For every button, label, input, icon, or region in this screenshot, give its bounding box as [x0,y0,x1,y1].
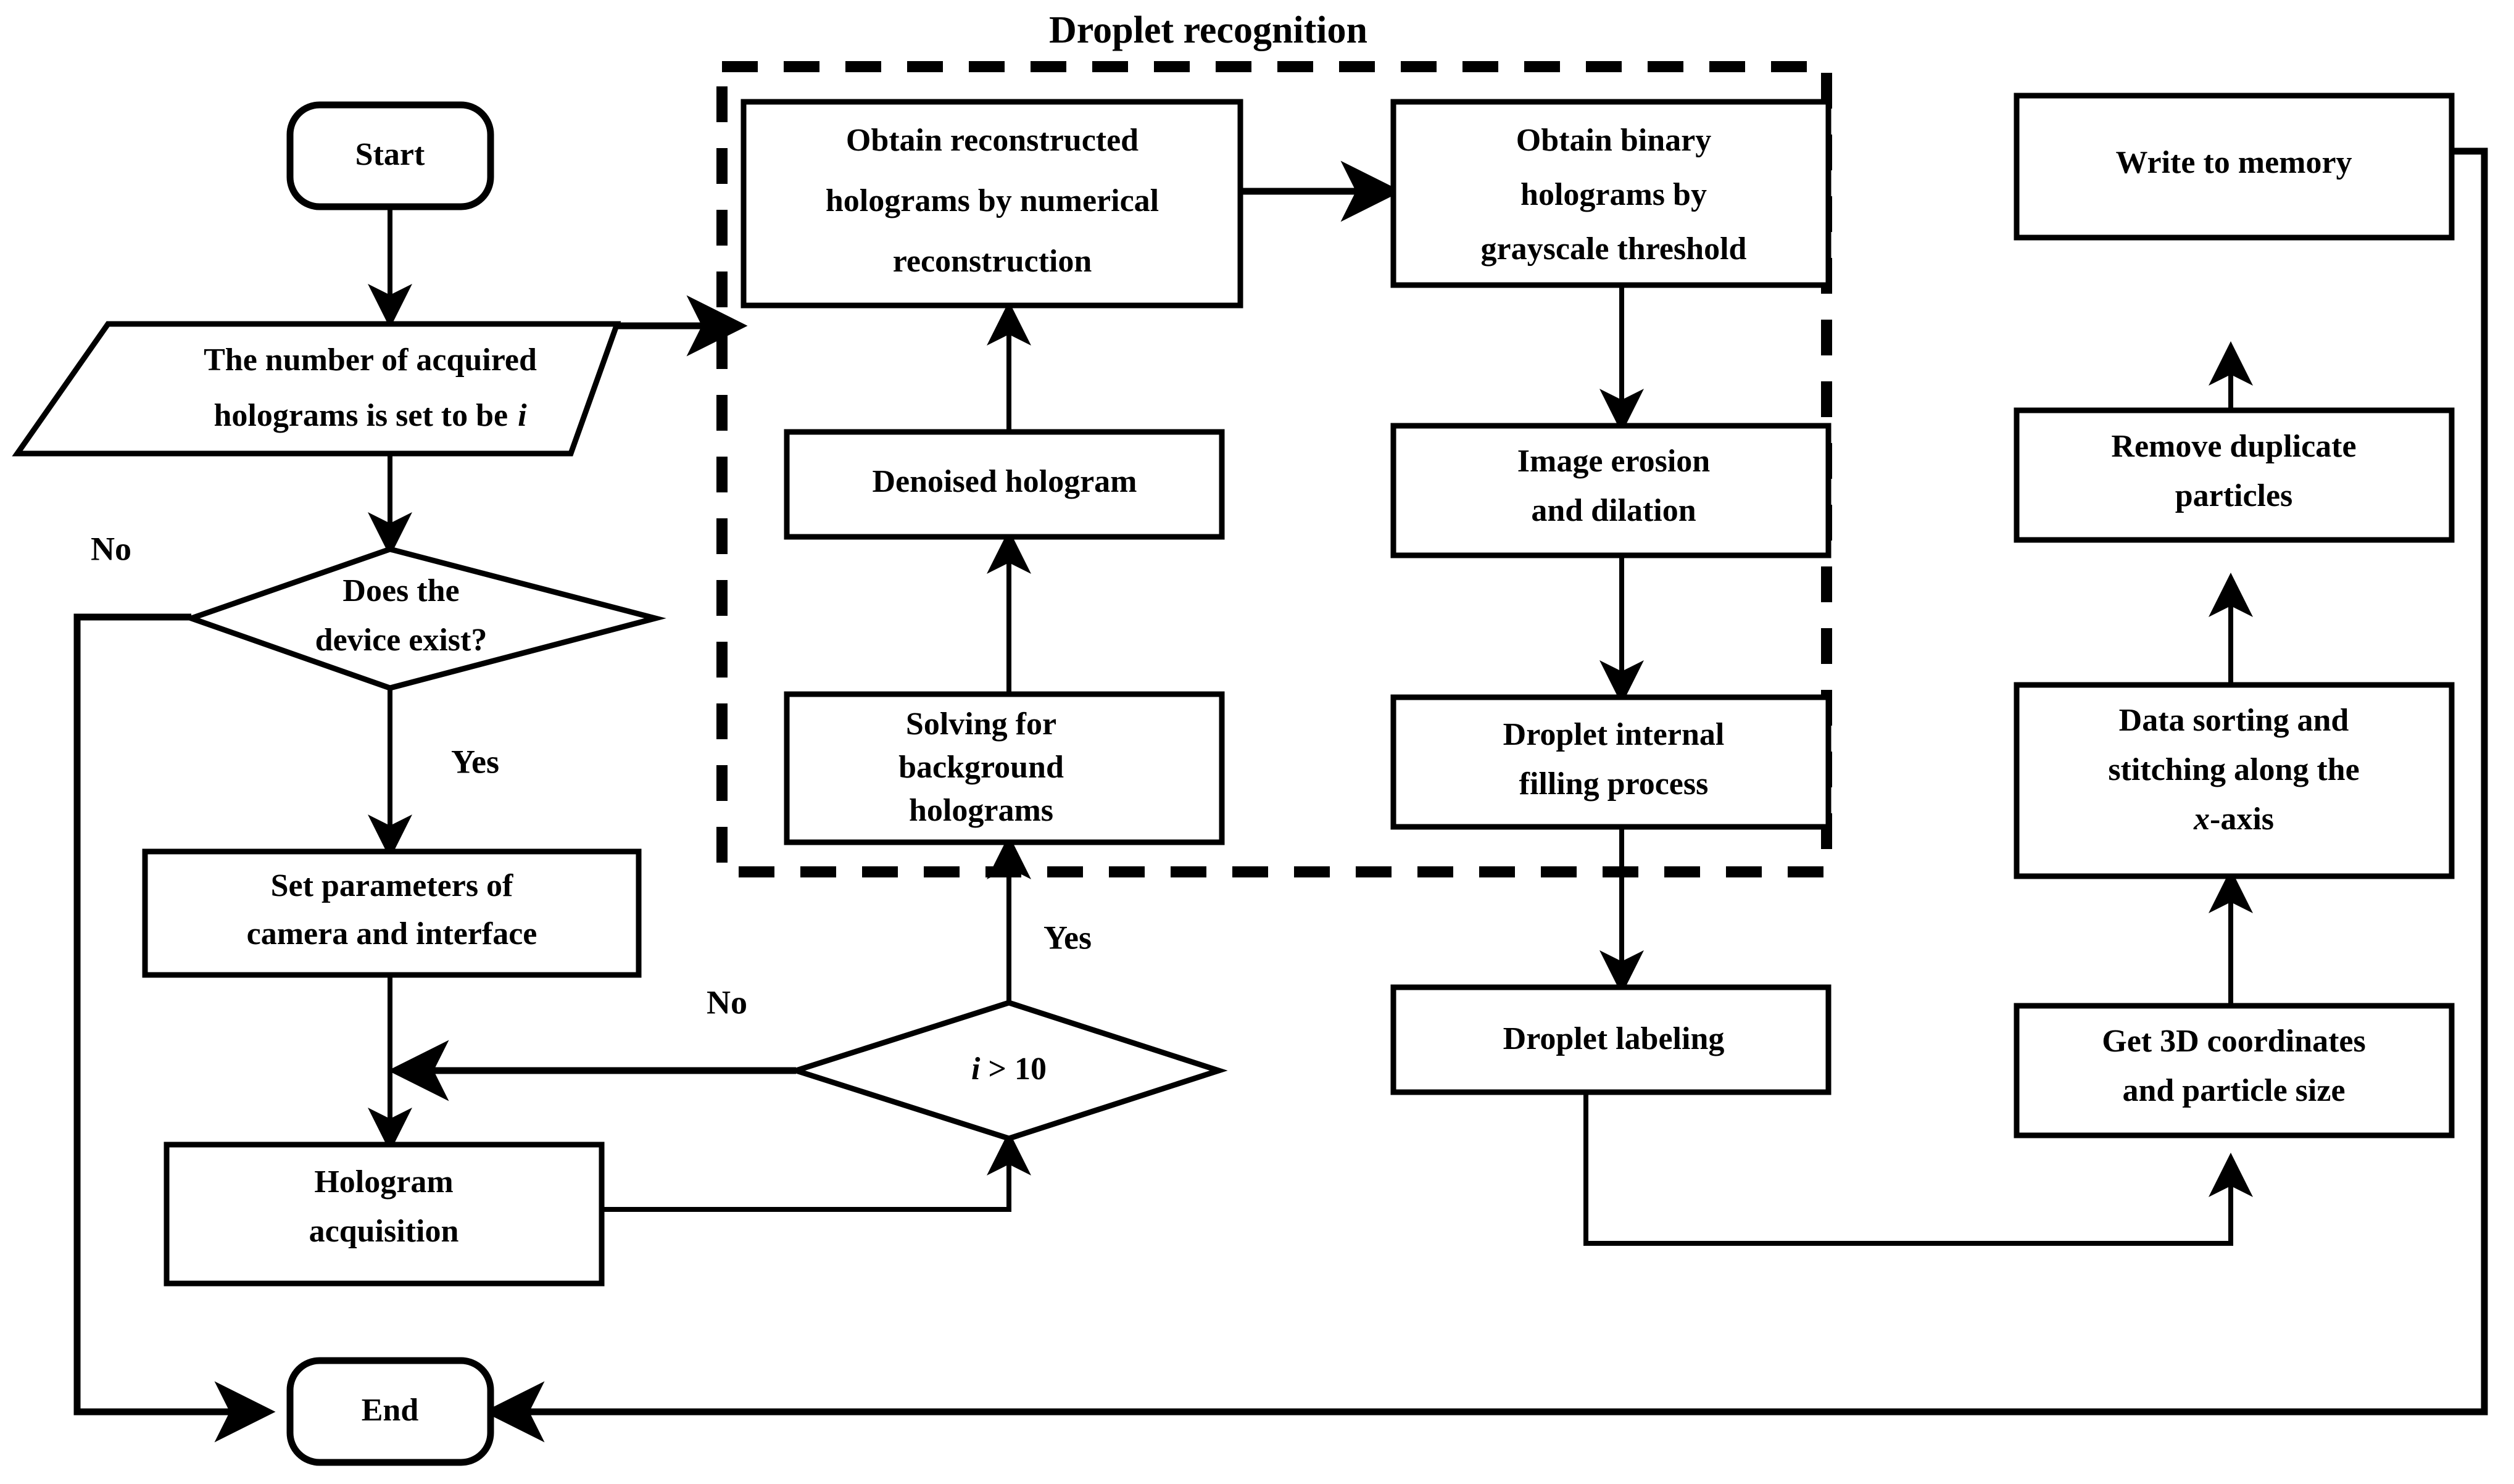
node-denoised-hologram[interactable]: Denoised hologram [784,429,1225,540]
connector-labeling-to-get3d [1583,1092,2253,1246]
node-obtain-reconstructed-line1: Obtain reconstructed [846,123,1139,158]
node-device-exists-line1: Does the [342,573,459,608]
node-write-to-memory[interactable]: Write to memory [2014,93,2455,241]
edge-label-loop-yes: Yes [1043,919,1092,956]
node-data-sorting-line1: Data sorting and [2119,703,2349,738]
node-solving-background[interactable]: Solving for background holograms [784,691,1225,845]
node-end-label: End [362,1393,419,1428]
node-set-parameters-line2: camera and interface [247,916,537,951]
node-device-exists-line2: device exist? [315,623,487,658]
edge-label-device-no: No [91,530,131,567]
node-image-erosion-line2: and dilation [1531,493,1696,528]
node-data-sorting[interactable]: Data sorting and stitching along the x-a… [2014,682,2455,879]
node-obtain-binary-line3: grayscale threshold [1481,231,1747,267]
node-end[interactable]: End [286,1357,494,1466]
node-set-hologram-count-line1: The number of acquired [204,342,537,378]
node-get-3d-line2: and particle size [2122,1073,2345,1108]
node-solving-background-line3: holograms [909,793,1053,828]
node-droplet-filling[interactable]: Droplet internal filling process [1390,694,1832,830]
node-obtain-binary-line2: holograms by [1520,177,1707,212]
node-solving-background-line2: background [898,750,1064,785]
node-remove-duplicate-line2: particles [2175,478,2293,513]
node-hologram-acquisition-line2: acquisition [309,1214,459,1249]
node-droplet-labeling-label: Droplet labeling [1503,1021,1725,1056]
edge-label-loop-no: No [707,984,747,1021]
connector-acq-to-decision [602,1131,1031,1212]
node-data-sorting-line2: stitching along the [2108,752,2359,787]
node-obtain-binary[interactable]: Obtain binary holograms by grayscale thr… [1390,99,1832,288]
edge-label-device-yes: Yes [451,743,499,780]
node-iteration-decision-label: i > 10 [971,1051,1047,1087]
node-write-to-memory-label: Write to memory [2115,145,2352,180]
connector-device-no-to-end [73,613,276,1443]
node-obtain-binary-line1: Obtain binary [1516,123,1711,158]
node-remove-duplicate[interactable]: Remove duplicate particles [2014,407,2455,543]
node-denoised-hologram-label: Denoised hologram [873,464,1137,499]
node-droplet-filling-line1: Droplet internal [1503,717,1725,752]
connector-writemem-to-end [483,147,2488,1443]
node-device-exists[interactable]: Does the device exist? [183,546,666,691]
node-iteration-decision[interactable]: i > 10 [787,1000,1228,1142]
node-start-label: Start [355,137,425,172]
group-title: Droplet recognition [1049,9,1367,51]
node-obtain-reconstructed-line3: reconstruction [893,244,1092,279]
node-get-3d-line1: Get 3D coordinates [2102,1024,2365,1059]
node-remove-duplicate-line1: Remove duplicate [2111,429,2356,464]
node-obtain-reconstructed[interactable]: Obtain reconstructed holograms by numeri… [741,99,1243,309]
node-droplet-labeling[interactable]: Droplet labeling [1390,984,1832,1095]
node-hologram-acquisition-line1: Hologram [314,1164,453,1200]
node-set-parameters-line1: Set parameters of [271,868,513,903]
node-solving-background-line1: Solving for [906,707,1056,742]
node-set-parameters[interactable]: Set parameters of camera and interface [142,848,642,978]
node-hologram-acquisition[interactable]: Hologram acquisition [164,1142,605,1287]
node-start[interactable]: Start [286,101,494,210]
node-set-hologram-count[interactable]: The number of acquired holograms is set … [12,321,621,457]
node-image-erosion-dilation[interactable]: Image erosion and dilation [1390,423,1832,558]
node-data-sorting-line3: x-axis [2193,802,2274,837]
node-get-3d-coordinates[interactable]: Get 3D coordinates and particle size [2014,1003,2455,1138]
node-obtain-reconstructed-line2: holograms by numerical [826,183,1159,218]
node-image-erosion-line1: Image erosion [1517,444,1711,479]
node-droplet-filling-line2: filling process [1519,766,1709,802]
